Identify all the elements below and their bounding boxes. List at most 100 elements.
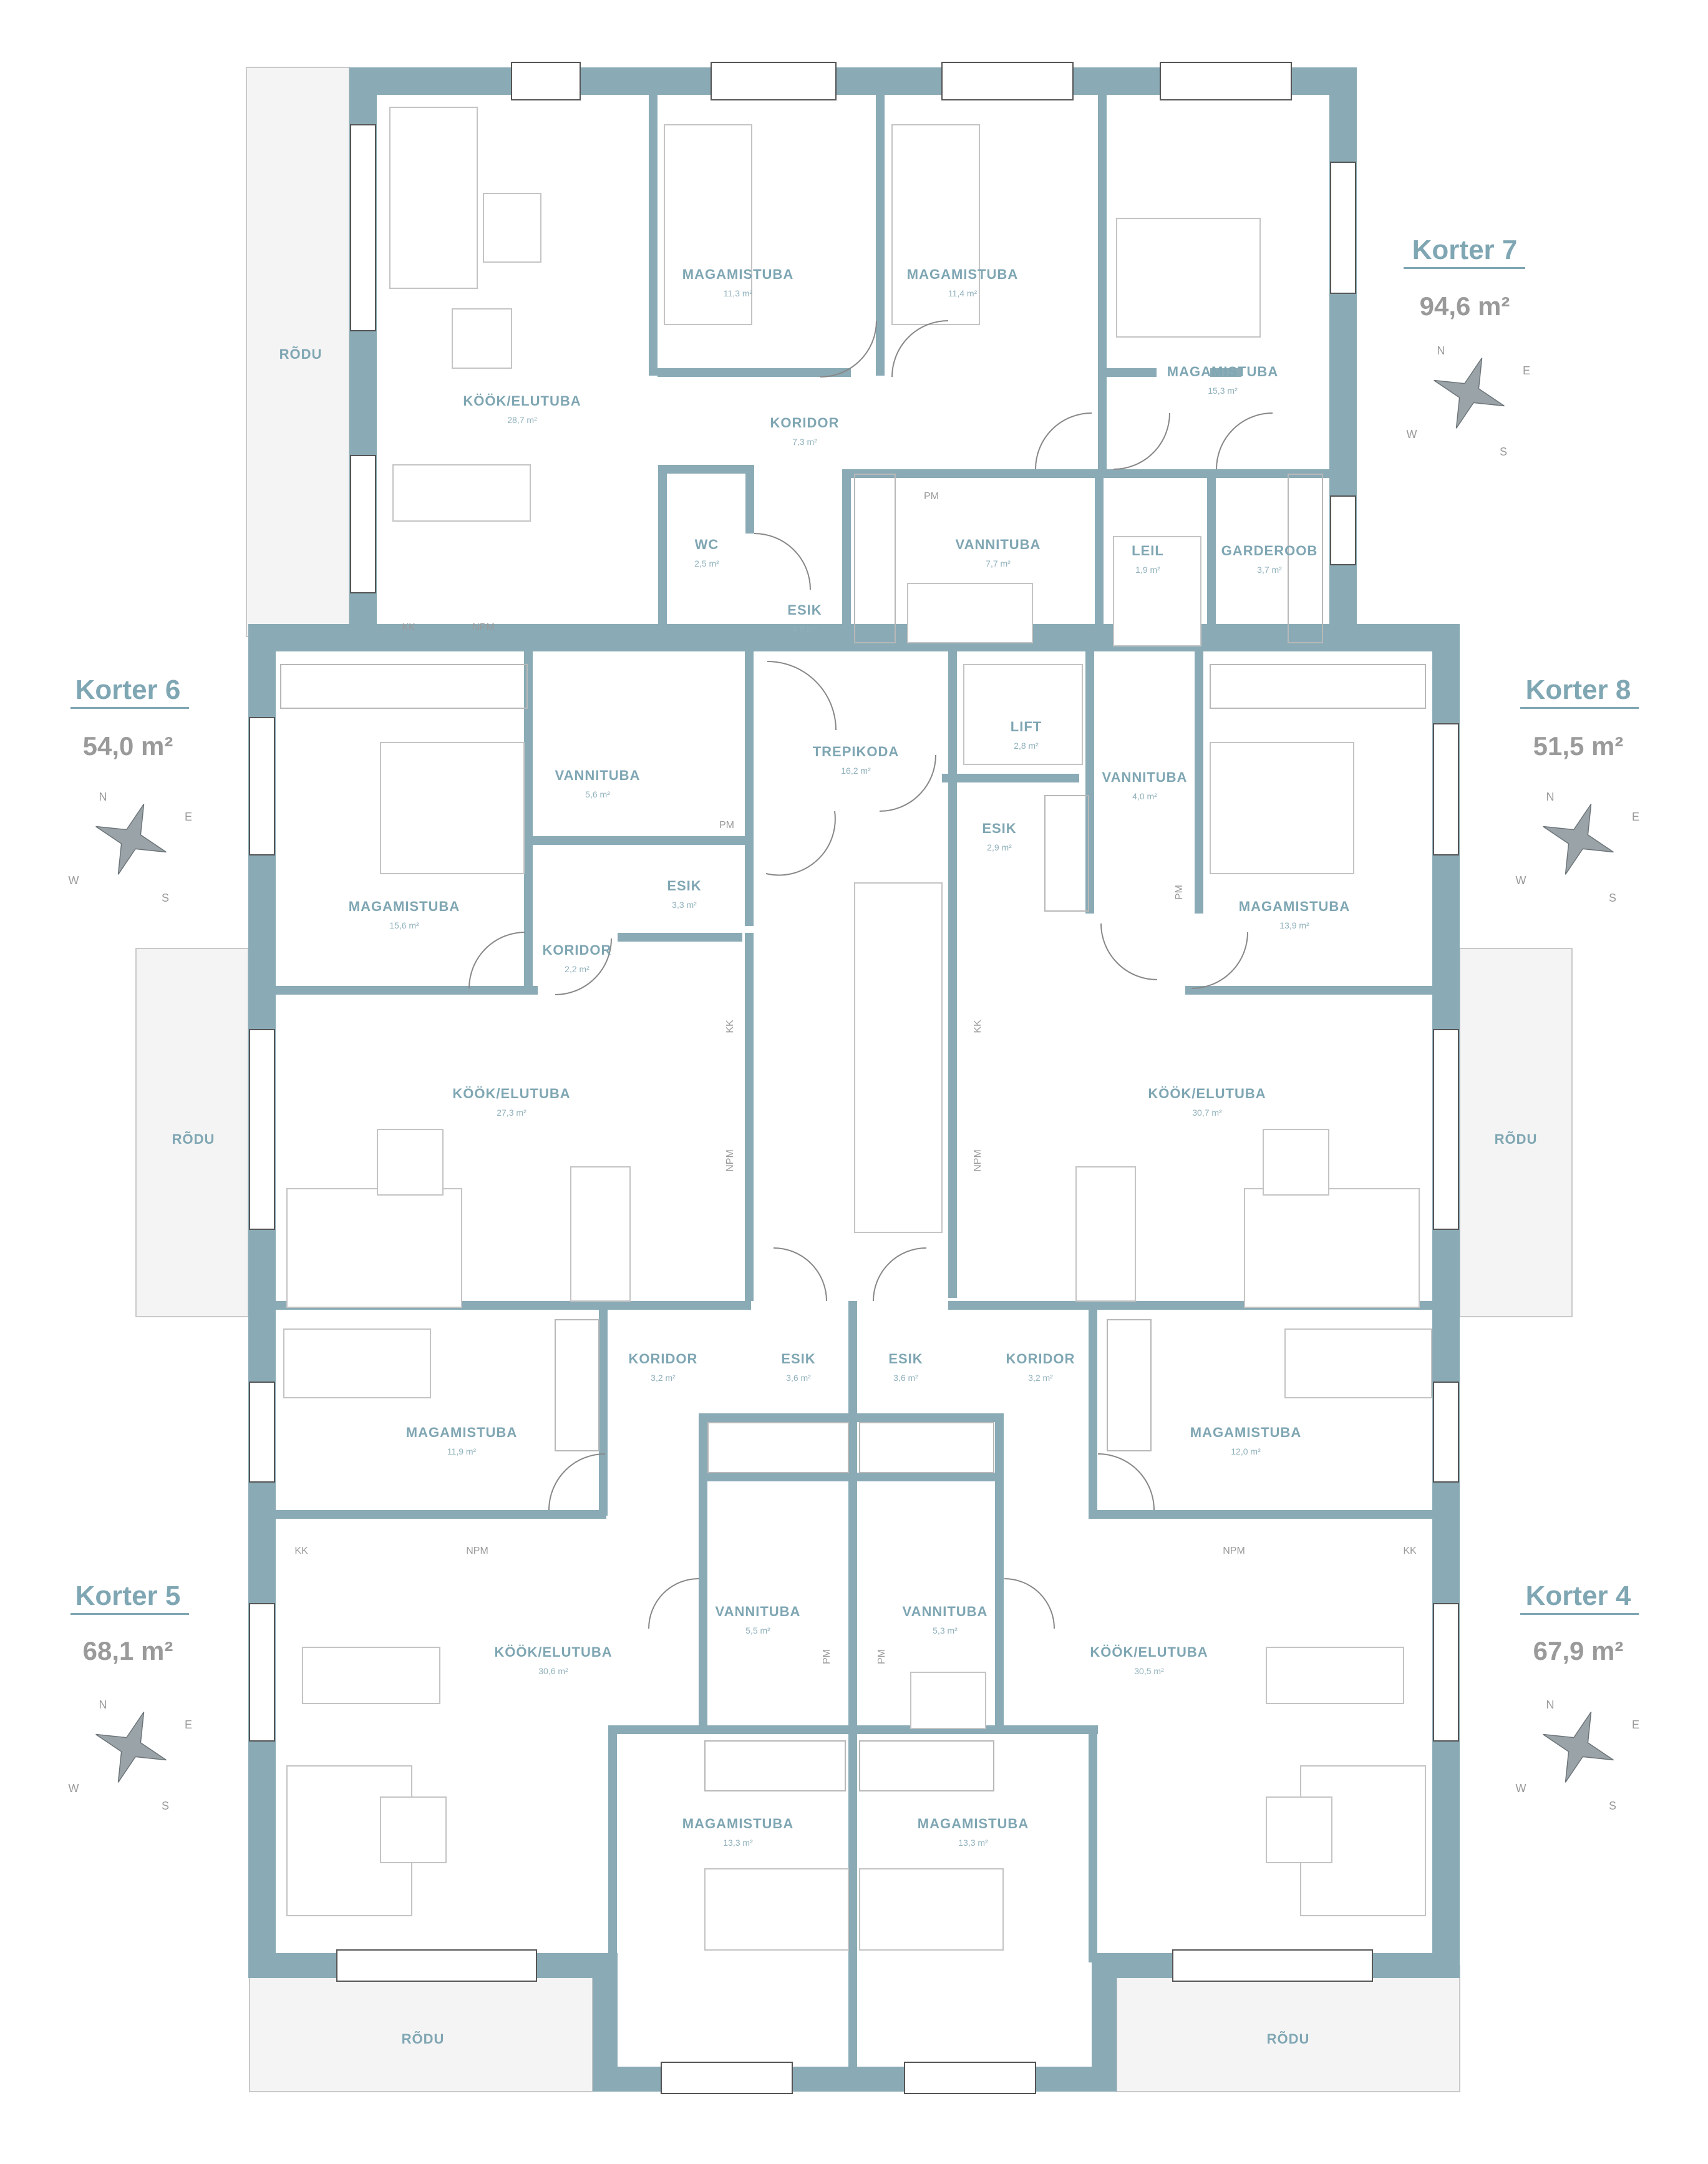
svg-text:S: S xyxy=(1609,1800,1616,1812)
svg-text:E: E xyxy=(1632,1718,1639,1731)
svg-text:7,3 m²: 7,3 m² xyxy=(792,437,817,447)
svg-text:13,9 m²: 13,9 m² xyxy=(1279,920,1309,930)
balcony-k8 xyxy=(1459,948,1573,1317)
fixture-label: PM xyxy=(822,1649,832,1664)
compass-rose-icon: N E S W xyxy=(1516,791,1640,904)
svg-text:S: S xyxy=(162,892,169,904)
balcony-k7 xyxy=(246,67,350,637)
fixture-label: NPM xyxy=(1223,1546,1245,1556)
svg-text:TREPIKODA: TREPIKODA xyxy=(813,744,900,759)
apartment-area-k7: 94,6 m² xyxy=(1420,291,1510,321)
lift-shaft xyxy=(963,664,1083,765)
fixture-label: KK xyxy=(973,1020,983,1033)
svg-text:W: W xyxy=(69,1782,79,1795)
fixture-label: PM xyxy=(924,491,939,502)
room-label: KORIDOR 7,3 m² xyxy=(770,415,840,447)
svg-text:ESIK: ESIK xyxy=(667,878,701,894)
svg-text:VANNITUBA: VANNITUBA xyxy=(956,537,1041,552)
svg-text:KÖÖK/ELUTUBA: KÖÖK/ELUTUBA xyxy=(1090,1644,1208,1660)
sofa xyxy=(286,1188,462,1308)
svg-text:5,5 m²: 5,5 m² xyxy=(745,1625,770,1635)
svg-text:MAGAMISTUBA: MAGAMISTUBA xyxy=(907,266,1018,282)
svg-text:ESIK: ESIK xyxy=(982,821,1016,836)
svg-text:GARDEROOB: GARDEROOB xyxy=(1221,543,1317,558)
svg-text:1,9 m²: 1,9 m² xyxy=(1135,565,1160,575)
svg-text:KÖÖK/ELUTUBA: KÖÖK/ELUTUBA xyxy=(1148,1086,1266,1101)
fixture-label: PM xyxy=(876,1649,887,1664)
bathtub xyxy=(907,583,1033,643)
fixture-label: KK xyxy=(294,1546,308,1556)
sofa xyxy=(389,107,478,289)
balconies xyxy=(135,67,1573,2092)
svg-text:KÖÖK/ELUTUBA: KÖÖK/ELUTUBA xyxy=(494,1644,612,1660)
svg-text:KORIDOR: KORIDOR xyxy=(770,415,840,431)
balcony-k6 xyxy=(135,948,249,1317)
svg-text:S: S xyxy=(162,1800,169,1812)
svg-text:5,6 m²: 5,6 m² xyxy=(585,789,610,799)
rug xyxy=(452,308,512,369)
compass-rose-icon: N E S W xyxy=(69,791,193,904)
svg-text:MAGAMISTUBA: MAGAMISTUBA xyxy=(682,266,793,282)
doors xyxy=(468,320,1273,1629)
svg-text:WC: WC xyxy=(695,537,719,552)
svg-text:MAGAMISTUBA: MAGAMISTUBA xyxy=(682,1816,793,1831)
svg-text:13,3 m²: 13,3 m² xyxy=(958,1838,988,1848)
coffee-table xyxy=(1263,1129,1329,1196)
apartment-title-k5: Korter 5 xyxy=(75,1581,181,1611)
fixture-labels: KK NPM PM PM PM KK NPM KK NPM PM PM NPM … xyxy=(294,491,1417,1664)
svg-text:30,7 m²: 30,7 m² xyxy=(1192,1108,1222,1118)
svg-text:4,8 m²: 4,8 m² xyxy=(792,624,817,634)
svg-text:3,2 m²: 3,2 m² xyxy=(1028,1373,1053,1383)
bathtub xyxy=(910,1672,986,1729)
room-label: MAGAMISTUBA 13,9 m² xyxy=(1239,899,1350,930)
bed xyxy=(283,1328,431,1398)
svg-text:N: N xyxy=(99,1699,107,1711)
fixture-label: NPM xyxy=(725,1149,735,1172)
svg-text:30,6 m²: 30,6 m² xyxy=(538,1666,568,1676)
coffee-table xyxy=(1266,1796,1332,1863)
room-label: KÖÖK/ELUTUBA 30,5 m² xyxy=(1090,1644,1208,1676)
room-label: ESIK 2,9 m² xyxy=(982,821,1016,852)
compass-rose-icon: N E S W xyxy=(1516,1699,1640,1812)
coffee-table xyxy=(380,1796,447,1863)
svg-text:LIFT: LIFT xyxy=(1011,719,1042,734)
svg-text:MAGAMISTUBA: MAGAMISTUBA xyxy=(1239,899,1350,914)
staircase xyxy=(854,882,943,1233)
compass-rose-icon: N E S W xyxy=(69,1699,193,1812)
apartment-area-k8: 51,5 m² xyxy=(1533,731,1624,761)
balcony-label: RÕDU xyxy=(1267,2031,1310,2047)
svg-text:3,2 m²: 3,2 m² xyxy=(651,1373,676,1383)
apartment-title-k7: Korter 7 xyxy=(1412,235,1518,265)
svg-text:MAGAMISTUBA: MAGAMISTUBA xyxy=(349,899,460,914)
svg-text:E: E xyxy=(185,1718,192,1731)
svg-text:28,7 m²: 28,7 m² xyxy=(507,415,537,425)
fixture-label: PM xyxy=(1174,885,1185,900)
svg-text:15,3 m²: 15,3 m² xyxy=(1208,386,1238,396)
apartment-title-k6: Korter 6 xyxy=(75,675,181,705)
sauna-bench xyxy=(1113,536,1201,646)
apartment-area-k6: 54,0 m² xyxy=(83,731,173,761)
svg-text:2,9 m²: 2,9 m² xyxy=(987,842,1012,852)
bed xyxy=(704,1868,849,1951)
apartment-title-k4: Korter 4 xyxy=(1526,1581,1631,1611)
furniture xyxy=(283,107,1432,1951)
dining-table xyxy=(1266,1647,1404,1704)
svg-text:3,6 m²: 3,6 m² xyxy=(786,1373,811,1383)
svg-text:11,3 m²: 11,3 m² xyxy=(724,288,753,298)
svg-text:30,5 m²: 30,5 m² xyxy=(1134,1666,1164,1676)
svg-text:7,7 m²: 7,7 m² xyxy=(986,558,1011,568)
